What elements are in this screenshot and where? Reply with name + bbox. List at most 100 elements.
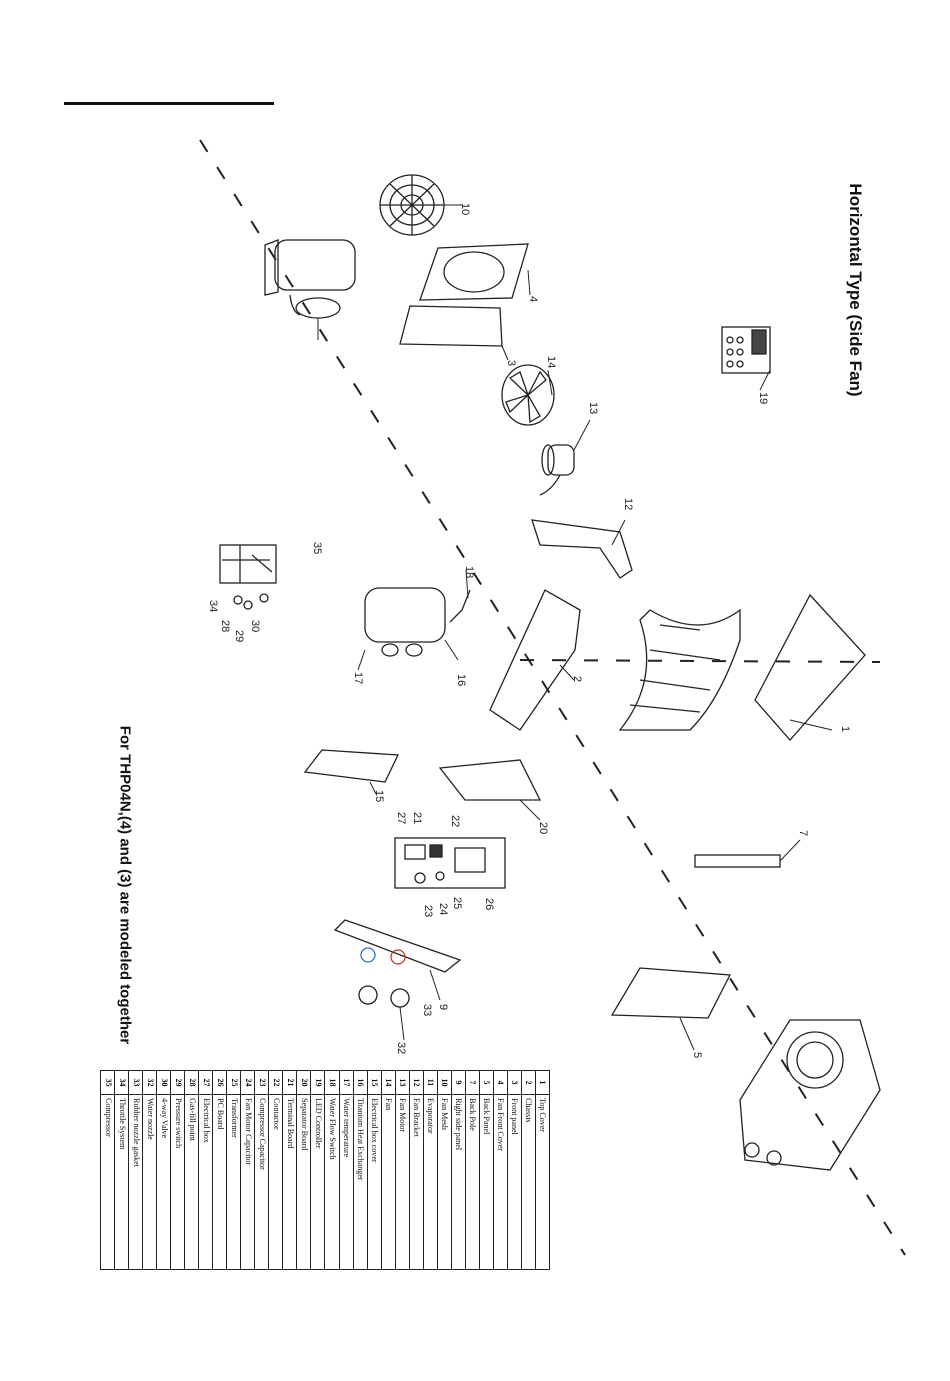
part-number: 20 bbox=[296, 1070, 311, 1095]
callout-23: 23 bbox=[422, 905, 434, 917]
part-name: Water nozzle bbox=[142, 1094, 157, 1270]
callout-30: 30 bbox=[249, 620, 261, 632]
part-name: Back Panel bbox=[479, 1094, 494, 1270]
callout-25: 25 bbox=[451, 897, 463, 909]
part-name: Fan Front Cover bbox=[493, 1094, 508, 1270]
separator-board-part bbox=[438, 759, 542, 801]
part-name: Fan Motor Capacitor bbox=[240, 1094, 255, 1270]
callout-3: 3 bbox=[505, 360, 517, 366]
part-number: 21 bbox=[282, 1070, 297, 1095]
part-number: 14 bbox=[381, 1070, 396, 1095]
part-name: Water temperature bbox=[339, 1094, 354, 1270]
part-name: Throttle System bbox=[114, 1094, 129, 1270]
part-name: Terminal Board bbox=[282, 1094, 297, 1270]
callout-34: 34 bbox=[207, 600, 219, 612]
part-name: Fan Motor bbox=[395, 1094, 410, 1270]
fan-front-cover-part bbox=[419, 243, 529, 301]
part-name: Rubber nozzle gasket bbox=[128, 1094, 143, 1270]
part-number: 17 bbox=[339, 1070, 354, 1095]
part-name: Water Flow Switch bbox=[325, 1094, 340, 1270]
part-name: Transformer bbox=[226, 1094, 241, 1270]
part-number: 2 bbox=[521, 1070, 536, 1095]
callout-18: 18 bbox=[463, 566, 475, 578]
callout-5: 5 bbox=[691, 1052, 703, 1058]
part-number: 4 bbox=[493, 1070, 508, 1095]
callout-2: 2 bbox=[571, 676, 583, 682]
callout-13: 13 bbox=[587, 402, 599, 414]
assembly-axis-secondary bbox=[519, 659, 881, 663]
callout-7: 7 bbox=[797, 830, 809, 836]
callout-9: 9 bbox=[437, 1004, 449, 1010]
chassis-part bbox=[489, 589, 581, 731]
part-number: 16 bbox=[353, 1070, 368, 1095]
callout-19: 19 bbox=[757, 392, 769, 404]
part-number: 26 bbox=[212, 1070, 227, 1095]
callout-4: 4 bbox=[527, 296, 539, 302]
fan-motor-part bbox=[539, 444, 575, 496]
part-name: PC Board bbox=[212, 1094, 227, 1270]
back-pole-part bbox=[694, 854, 781, 868]
fan-bracket-part bbox=[531, 519, 633, 579]
part-name: Titanium Heat Exchanger bbox=[353, 1094, 368, 1270]
part-name: Pressure switch bbox=[170, 1094, 185, 1270]
callout-29: 29 bbox=[233, 630, 245, 642]
callout-22: 22 bbox=[449, 815, 461, 827]
callout-17: 17 bbox=[352, 672, 364, 684]
water-flow-switch-part bbox=[449, 589, 471, 623]
part-number: 27 bbox=[198, 1070, 213, 1095]
part-number: 28 bbox=[184, 1070, 199, 1095]
part-number: 22 bbox=[268, 1070, 283, 1095]
electrical-box-part bbox=[394, 837, 506, 889]
part-number: 7 bbox=[465, 1070, 480, 1095]
part-number: 18 bbox=[325, 1070, 340, 1095]
part-name: Compressor bbox=[100, 1094, 115, 1270]
callout-33: 33 bbox=[421, 1004, 433, 1016]
part-name: Electrical box bbox=[198, 1094, 213, 1270]
part-number: 23 bbox=[254, 1070, 269, 1095]
part-name: Top Cover bbox=[535, 1094, 550, 1270]
callout-1: 1 bbox=[839, 726, 851, 732]
callout-15: 15 bbox=[373, 790, 385, 802]
fan-blade-part bbox=[501, 364, 555, 426]
callout-12: 12 bbox=[622, 498, 634, 510]
callout-14: 14 bbox=[545, 356, 557, 368]
part-name: 4-way Valve bbox=[156, 1094, 171, 1270]
part-number: 29 bbox=[170, 1070, 185, 1095]
callout-27: 27 bbox=[395, 812, 407, 824]
assembled-unit-illustration bbox=[739, 1019, 881, 1171]
part-name: Separator Board bbox=[296, 1094, 311, 1270]
callout-32: 32 bbox=[395, 1042, 407, 1054]
callout-28: 28 bbox=[219, 620, 231, 632]
part-number: 34 bbox=[114, 1070, 129, 1095]
part-name: LED Controller bbox=[310, 1094, 325, 1270]
part-number: 25 bbox=[226, 1070, 241, 1095]
part-name: Fan bbox=[381, 1094, 396, 1270]
compressor-part bbox=[264, 239, 356, 319]
part-name: Front panel bbox=[507, 1094, 522, 1270]
part-number: 3 bbox=[507, 1070, 522, 1095]
part-number: 10 bbox=[437, 1070, 452, 1095]
